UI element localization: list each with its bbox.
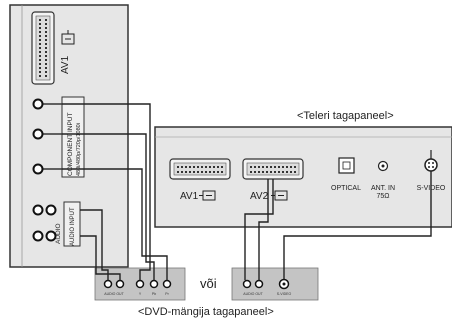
optical-port (338, 157, 355, 174)
dvd1-y-label: Y (139, 292, 142, 296)
dvd2-s-video-label: S-VIDEO (277, 292, 292, 296)
back-scart-av2 (242, 158, 304, 180)
dvd1-pr-label: Pr (165, 292, 169, 296)
back-scart-av1 (169, 158, 231, 180)
tv-back-panel-caption: <Teleri tagapaneel> (297, 110, 394, 122)
cable-y (62, 103, 151, 280)
ant-in-label: ANT. IN (371, 185, 395, 192)
component-input-box (61, 96, 85, 178)
side-scart-av1 (31, 11, 55, 85)
or-caption: või (200, 276, 217, 291)
ant-in-impedance-label: 75Ω (376, 193, 389, 200)
dvd1-pb-label: Pb (152, 292, 156, 296)
dvd2-audio-out-label: AUDIO OUT (243, 292, 263, 296)
cable-av2-audio-r (258, 179, 269, 280)
antenna-port (377, 160, 389, 172)
audio-input-box (63, 201, 81, 247)
cable-pb (62, 133, 155, 280)
side-scart-av1-icon (61, 30, 75, 45)
cable-av2-audio (244, 179, 274, 280)
cable-s-video (283, 171, 432, 279)
back-av1-scart-icon (199, 190, 216, 201)
component-input-label: COMPONENT INPUT (67, 113, 74, 176)
audio-label: AUDIO (55, 223, 62, 244)
back-av1-label: AV1 (180, 191, 199, 202)
cable-audio-r (80, 235, 121, 280)
component-input-jacks (32, 98, 62, 175)
audio-input-label: AUDIO INPUT (70, 207, 76, 246)
dvd-back-panel-caption: <DVD-mängija tagapaneel> (138, 306, 274, 318)
optical-label: OPTICAL (331, 185, 361, 192)
back-av2-label: AV2 (250, 191, 269, 202)
component-formats-label: 480i/480p/720p/1080i (76, 123, 82, 176)
cables (62, 103, 432, 280)
cable-pr (62, 168, 168, 280)
dvd-box-svideo (231, 267, 319, 301)
side-av1-label: AV1 (60, 55, 71, 74)
audio-input-jacks (32, 204, 57, 242)
dvd1-audio-out-label: AUDIO OUT (104, 292, 124, 296)
